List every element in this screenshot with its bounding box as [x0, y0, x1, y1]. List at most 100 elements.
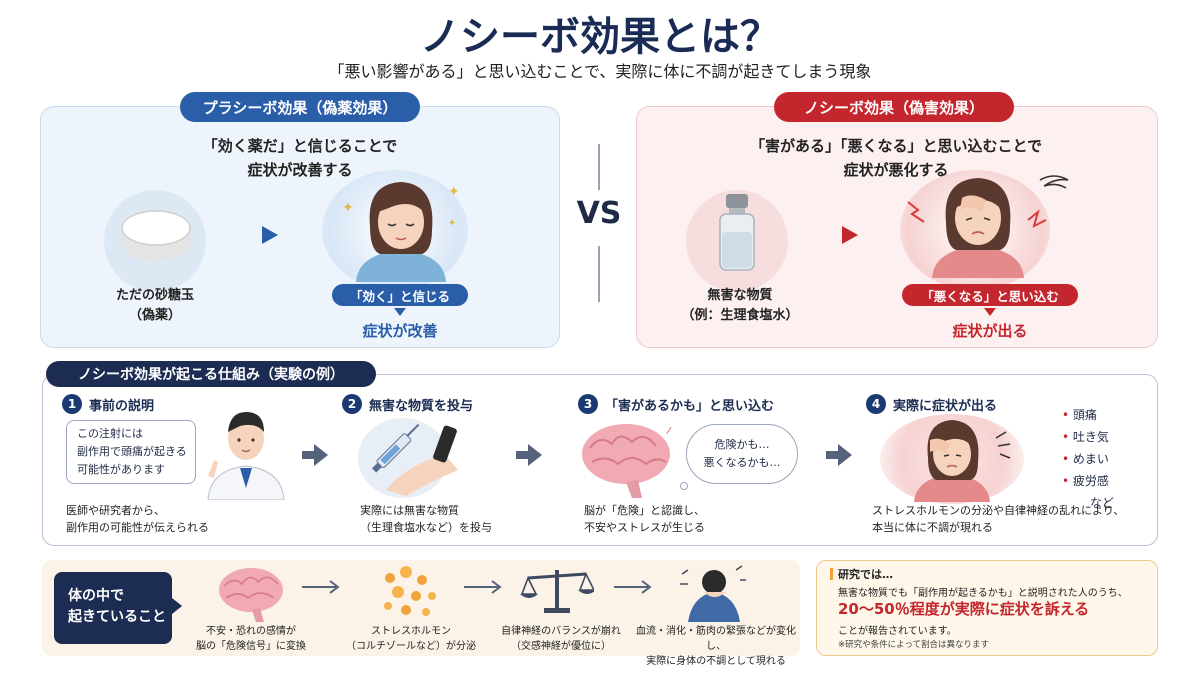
step3-caption: 脳が「危険」と認識し、 不安やストレスが生じる — [584, 502, 764, 536]
step-arrow-2-icon — [516, 444, 542, 466]
hormone-icon — [384, 566, 436, 616]
distressed-woman-icon — [907, 175, 1069, 278]
nocebo-result: 症状が出る — [952, 322, 1028, 340]
inside-body-label: 体の中で 起きていること — [54, 572, 172, 644]
step2-caption: 実際には無害な物質 （生理食塩水など）を投与 — [360, 502, 540, 536]
research-accent-bar — [830, 568, 833, 580]
vs-label: VS — [576, 196, 622, 231]
step4-number: 4 — [866, 394, 886, 414]
placebo-item-line1: ただの砂糖玉 — [115, 288, 194, 303]
symptom-list: • 頭痛 • 吐き気 • めまい • 疲労感 など — [1062, 404, 1152, 514]
step4-caption: ストレスホルモンの分泌や自律神経の乱れにより、 本当に体に不調が現れる — [872, 502, 1152, 536]
nocebo-claim-line1: 「害がある」「悪くなる」と思い込むことで — [749, 137, 1043, 155]
inside-item-3-line2: （交感神経が優位に） — [511, 641, 611, 652]
research-box — [816, 560, 1158, 656]
inside-item-4-line1: 血流・消化・筋肉の緊張などが変化し、 — [636, 626, 796, 652]
inside-item-1-line1: 不安・恐れの感情が — [206, 626, 296, 637]
placebo-heading: プラシーボ効果（偽薬効果） — [180, 92, 420, 122]
thought-line1: 危険かも… — [714, 438, 770, 451]
nocebo-claim-line2: 症状が悪化する — [843, 161, 949, 179]
thought-dot — [680, 482, 688, 490]
research-heading: 研究では… — [838, 568, 893, 581]
inside-item-4-line2: 実際に身体の不調として現れる — [646, 656, 786, 667]
bubble-line3: 可能性があります — [77, 463, 165, 476]
step1-title-text: 事前の説明 — [89, 398, 155, 414]
inside-item-4-caption: 血流・消化・筋肉の緊張などが変化し、 実際に身体の不調として現れる — [636, 624, 796, 669]
research-note: ※研究や条件によって割合は異なります — [838, 640, 989, 650]
balance-scale-icon — [520, 570, 594, 613]
nocebo-claim: 「害がある」「悪くなる」と思い込むことで 症状が悪化する — [716, 134, 1076, 182]
inside-arrow-1-icon — [302, 580, 340, 594]
placebo-result: 症状が改善 — [362, 322, 438, 340]
placebo-item-line2: （偽薬） — [128, 308, 181, 323]
vs-divider-bottom — [598, 246, 600, 302]
vs-divider-top — [598, 144, 600, 190]
nocebo-down-arrow-icon — [984, 308, 996, 316]
step3-title: 3 「害があるかも」と思い込む — [578, 394, 774, 414]
step4-title-text: 実際に症状が出る — [893, 398, 998, 414]
vial-icon — [719, 194, 755, 271]
placebo-down-arrow-icon — [394, 308, 406, 316]
thought-line2: 悪くなるかも… — [703, 456, 781, 469]
inside-item-2-caption: ストレスホルモン （コルチゾールなど）が分泌 — [338, 624, 484, 654]
step3-title-text: 「害があるかも」と思い込む — [605, 398, 775, 414]
step-arrow-1-icon — [302, 444, 328, 466]
nocebo-item-caption: 無害な物質 （例：生理食塩水） — [660, 286, 820, 326]
step2-title: 2 無害な物質を投与 — [342, 394, 473, 414]
placebo-belief-tag: 「効く」と信じる — [332, 284, 468, 306]
thought-bubble: 危険かも… 悪くなるかも… — [686, 424, 798, 484]
doctor-icon — [207, 412, 285, 500]
inside-arrow-2-icon — [464, 580, 502, 594]
step3-caption-line1: 脳が「危険」と認識し、 — [584, 504, 705, 517]
research-line2: ことが報告されています。 — [838, 626, 957, 637]
inside-item-3-line1: 自律神経のバランスが崩れ — [501, 626, 621, 637]
page-subtitle: 「悪い影響がある」と思い込むことで、実際に体に不調が起きてしまう現象 — [328, 62, 872, 81]
placebo-claim-line1: 「効く薬だ」と信じることで — [202, 137, 398, 155]
inside-label-line2: 起きていること — [68, 609, 166, 625]
symptom-item: • 疲労感 — [1062, 474, 1109, 488]
inside-item-2-line2: （コルチゾールなど）が分泌 — [346, 641, 476, 652]
step2-caption-line2: （生理食塩水など）を投与 — [360, 521, 492, 534]
symptom-item: • 頭痛 — [1062, 408, 1097, 422]
step4-title: 4 実際に症状が出る — [866, 394, 997, 414]
step3-number: 3 — [578, 394, 598, 414]
nocebo-heading: ノシーボ効果（偽害効果） — [774, 92, 1014, 122]
research-highlight: 20〜50％程度が実際に症状を訴える — [838, 600, 1090, 618]
step1-title: 1 事前の説明 — [62, 394, 154, 414]
step1-caption-line2: 副作用の可能性が伝えられる — [66, 521, 209, 534]
inside-arrow-3-icon — [614, 580, 652, 594]
svg-text:⁄: ⁄ — [666, 426, 672, 437]
inside-item-3-caption: 自律神経のバランスが崩れ （交感神経が優位に） — [486, 624, 636, 654]
step1-caption: 医師や研究者から、 副作用の可能性が伝えられる — [66, 502, 266, 536]
research-line1: 無害な物質でも「副作用が起きるかも」と説明された人のうち、 — [838, 588, 1128, 599]
inside-item-1-caption: 不安・恐れの感情が 脳の「危険信号」に変換 — [178, 624, 324, 654]
inside-label-pointer — [172, 598, 182, 614]
inside-item-2-line1: ストレスホルモン — [371, 626, 451, 637]
placebo-item-caption: ただの砂糖玉 （偽薬） — [90, 286, 220, 326]
step4-caption-line2: 本当に体に不調が現れる — [872, 521, 993, 534]
calm-woman-icon: ✦ ✦ ✦ — [342, 182, 460, 282]
nocebo-item-line1: 無害な物質 — [707, 288, 773, 303]
svg-text:✦: ✦ — [448, 184, 460, 200]
step2-title-text: 無害な物質を投与 — [369, 398, 474, 414]
nocebo-belief-tag: 「悪くなる」と思い込む — [902, 284, 1078, 306]
bubble-line2: 副作用で頭痛が起きる — [77, 445, 187, 458]
placebo-arrow-icon — [262, 226, 278, 244]
step1-number: 1 — [62, 394, 82, 414]
nocebo-arrow-icon — [842, 226, 858, 244]
symptom-more: など — [1090, 496, 1115, 510]
symptom-item: • 吐き気 — [1062, 430, 1109, 444]
step-arrow-3-icon — [826, 444, 852, 466]
inside-item-1-line2: 脳の「危険信号」に変換 — [196, 641, 306, 652]
placebo-claim-line2: 症状が改善する — [247, 161, 353, 179]
brain-small-icon — [219, 568, 283, 622]
brain-icon: ⁄ — [582, 424, 672, 498]
inside-label-line1: 体の中で — [68, 588, 124, 604]
svg-text:✦: ✦ — [342, 200, 354, 216]
step4-caption-line1: ストレスホルモンの分泌や自律神経の乱れにより、 — [872, 504, 1125, 517]
step1-caption-line1: 医師や研究者から、 — [66, 504, 165, 517]
symptom-item: • めまい — [1062, 452, 1109, 466]
headache-woman-icon — [914, 420, 1011, 502]
nocebo-item-line2: （例：生理食塩水） — [681, 308, 799, 323]
doctor-speech-bubble: この注射には 副作用で頭痛が起きる 可能性があります — [66, 420, 196, 484]
